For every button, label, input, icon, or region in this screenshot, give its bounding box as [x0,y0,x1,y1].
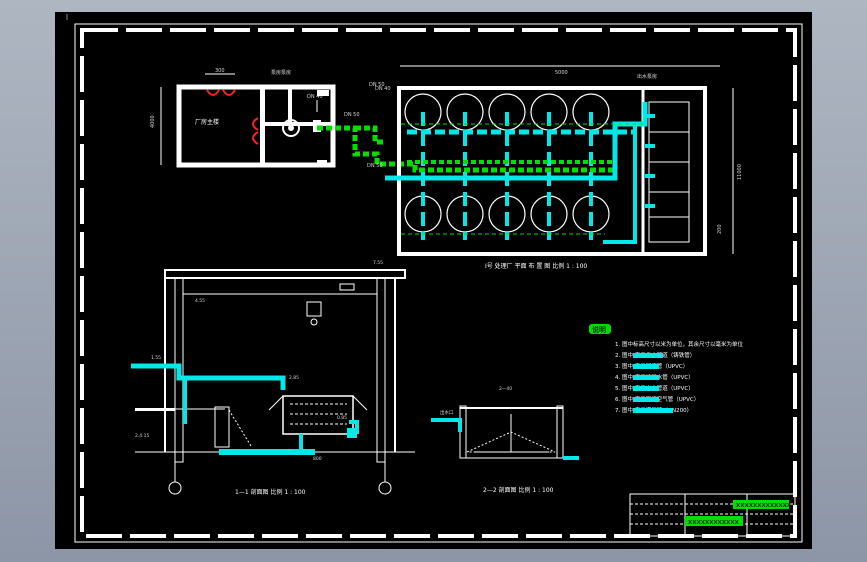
svg-text:泵房泵房: 泵房泵房 [271,69,291,76]
notes-heading-badge [589,324,611,334]
svg-text:4.55: 4.55 [195,298,205,304]
svg-text:2—2 剖面图 比例 1 : 100: 2—2 剖面图 比例 1 : 100 [483,486,554,494]
svg-text:4000: 4000 [150,115,156,128]
green-pipe-plan [401,123,645,235]
notes-heading: 说明 [592,325,606,334]
cad-drawing: 300 4000 厂房主楼 泵房泵房 DN 40 DN 50 DN 40 500… [66,14,803,543]
svg-text:XXXXXXXXXXXX: XXXXXXXXXXXX [688,520,740,526]
svg-text:出水口: 出水口 [440,409,454,416]
plan-title: Ⅰ号 处理厂 平面 布 置 图 比例 1 : 100 [485,262,587,270]
legend-swatch [633,408,673,413]
svg-text:7.55: 7.55 [373,260,383,266]
note-item: 1. 图中标高尺寸以米为单位，其余尺寸以毫米为单位 [615,340,743,348]
drawing-frame [66,14,803,543]
svg-text:5000: 5000 [555,70,568,76]
notes-block: 说明 1. 图中标高尺寸以米为单位，其余尺寸以毫米为单位 2. 图中 表示供水管… [589,324,743,414]
svg-text:300: 300 [215,68,225,74]
pump-symbol [282,119,300,137]
section-2-2: 2—40 出水口 2—2 剖面图 比例 1 : 100 [431,386,579,494]
green-pipe-link [317,125,615,173]
legend-swatch [633,353,663,358]
svg-text:DN 50: DN 50 [369,82,385,88]
legend-swatch [633,375,659,380]
door-symbol [206,89,236,96]
legend-swatch [633,397,659,402]
svg-text:DN 50: DN 50 [344,112,360,118]
svg-text:出水泵房: 出水泵房 [637,73,657,80]
svg-text:DN 40: DN 40 [375,86,391,92]
treatment-unit [282,395,354,435]
drawing-viewport[interactable]: 300 4000 厂房主楼 泵房泵房 DN 40 DN 50 DN 40 500… [55,12,812,549]
svg-text:厂房主楼: 厂房主楼 [195,118,219,126]
svg-text:DN 40: DN 40 [307,94,323,100]
svg-text:1.55: 1.55 [151,355,161,361]
svg-text:800: 800 [313,456,322,462]
legend-swatch [633,386,659,391]
title-block: XXXXXXXXXXXXX XXXXXXXXXXXX [629,493,796,537]
svg-text:11000: 11000 [737,164,743,180]
svg-text:2—40: 2—40 [499,386,512,392]
svg-text:DN 50: DN 50 [367,163,383,169]
legend-swatch [633,364,659,369]
svg-text:1—1 剖面图 比例 1 : 100: 1—1 剖面图 比例 1 : 100 [235,488,306,496]
svg-text:2.4.15: 2.4.15 [135,433,149,439]
tank-plan: 5000 11000 200 出水泵房 DN 50 DN 50 [367,65,743,256]
svg-text:0.85: 0.85 [337,415,347,421]
pump-house-plan: 300 4000 厂房主楼 泵房泵房 DN 40 DN 50 DN 40 [150,68,391,168]
section-cyan-pipes [131,363,359,455]
svg-text:200: 200 [717,224,723,234]
svg-text:2.85: 2.85 [289,375,299,381]
svg-text:XXXXXXXXXXXXX: XXXXXXXXXXXXX [736,503,792,509]
